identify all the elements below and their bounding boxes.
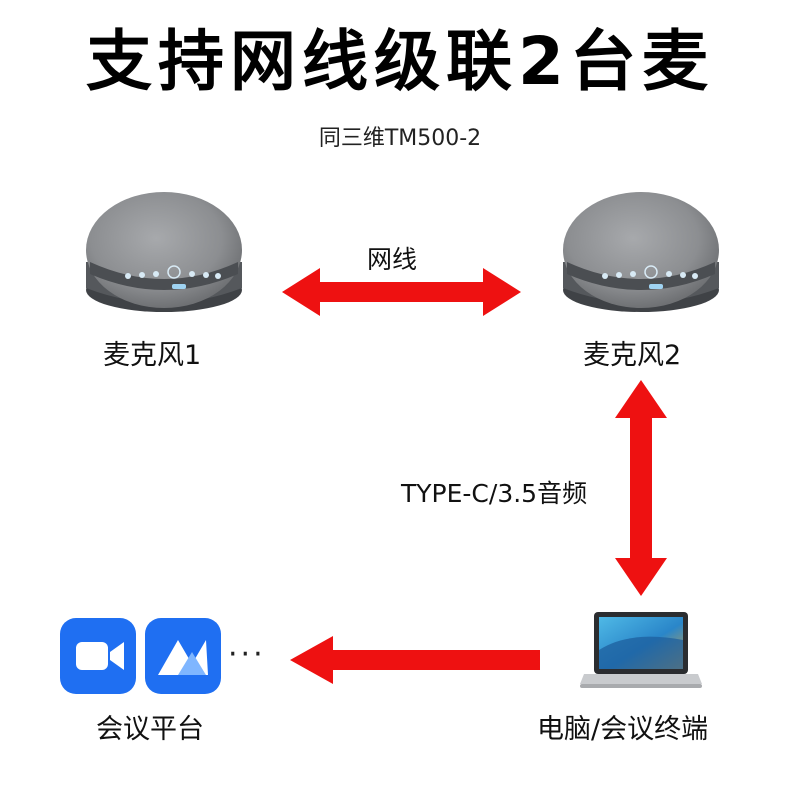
page-subtitle: 同三维TM500-2 bbox=[318, 126, 482, 151]
page-title: 支持网线级联2台麦 bbox=[86, 23, 714, 100]
microphone-1-icon bbox=[86, 192, 242, 312]
edge-label-network-cable: 网线 bbox=[367, 245, 418, 274]
more-platforms-ellipsis: ··· bbox=[228, 637, 266, 672]
video-camera-app-icon bbox=[60, 618, 136, 694]
meeting-app-icon bbox=[145, 618, 221, 694]
laptop-label: 电脑/会议终端 bbox=[537, 714, 709, 745]
laptop-to-platform-arrow bbox=[290, 636, 540, 684]
laptop-icon bbox=[580, 612, 702, 688]
platform-label: 会议平台 bbox=[96, 714, 204, 745]
edge-label-typec-audio: TYPE-C/3.5音频 bbox=[401, 479, 588, 508]
microphone-2-icon bbox=[563, 192, 719, 312]
typec-audio-double-arrow bbox=[615, 380, 667, 596]
mic2-label: 麦克风2 bbox=[583, 340, 682, 371]
mic1-label: 麦克风1 bbox=[103, 340, 202, 371]
network-cable-double-arrow bbox=[282, 268, 521, 316]
